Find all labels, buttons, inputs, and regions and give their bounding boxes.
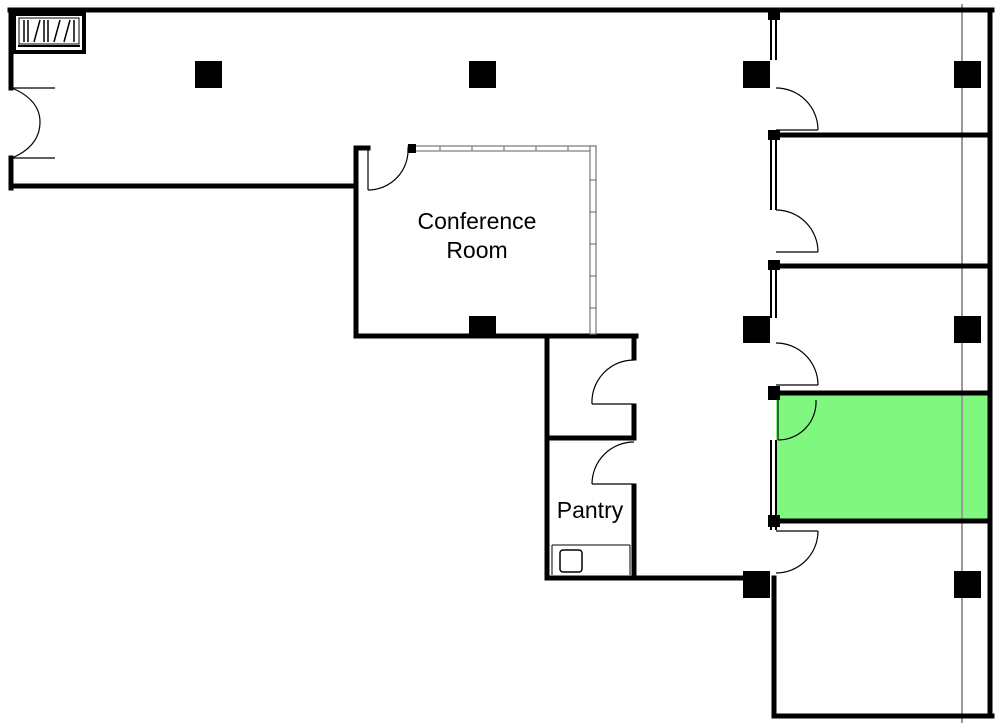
highlighted-office[interactable] bbox=[776, 395, 988, 519]
conference-label-line1: Conference bbox=[418, 208, 537, 234]
doors bbox=[11, 87, 819, 574]
sink-icon bbox=[559, 549, 583, 573]
conference-label-line2: Room bbox=[446, 237, 507, 263]
pantry-label: Pantry bbox=[557, 497, 624, 523]
pantry-counter bbox=[551, 544, 631, 575]
stair-symbol bbox=[12, 12, 86, 54]
office-front-walls bbox=[770, 14, 777, 530]
columns bbox=[195, 10, 981, 598]
walls bbox=[7, 7, 995, 719]
